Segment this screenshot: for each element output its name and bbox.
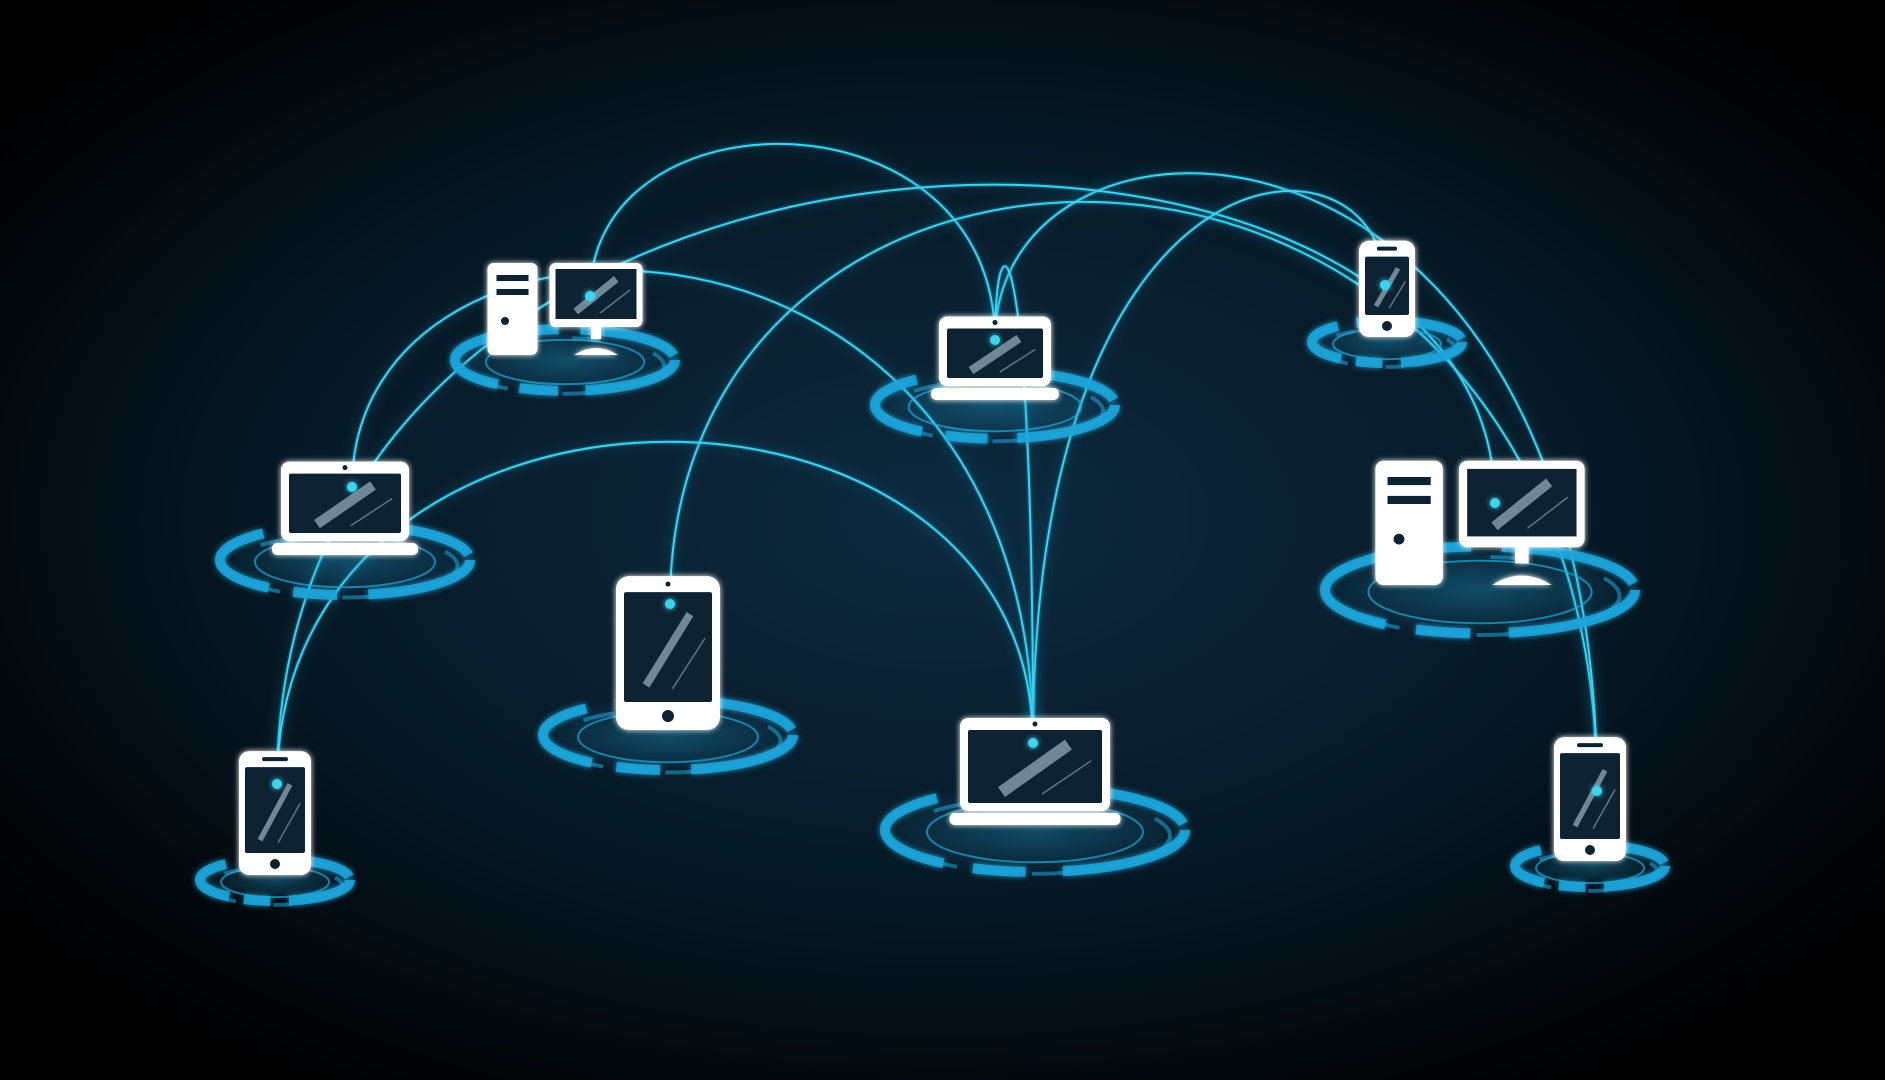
screen-glare-thin xyxy=(1388,280,1407,309)
device-platform xyxy=(195,854,355,907)
device-platform xyxy=(1317,541,1643,639)
connection-node-dot xyxy=(1592,786,1602,796)
screen-glare-thin xyxy=(350,497,393,527)
platform-ring-dashes xyxy=(898,796,1172,876)
smartphone-icon xyxy=(239,751,311,875)
connection-arc xyxy=(994,265,1034,744)
device-platforms xyxy=(195,316,1670,907)
tablet-home-button xyxy=(662,710,674,722)
tower-drive-bay xyxy=(496,289,529,295)
connection-node-dot xyxy=(1028,738,1038,748)
connection-node-dot xyxy=(665,599,675,609)
screen-glare xyxy=(573,276,619,315)
tower-drive-bay xyxy=(1387,477,1431,486)
screen-glare xyxy=(314,481,376,529)
platform-ring-dashes xyxy=(1338,554,1622,638)
laptop-icon xyxy=(949,718,1121,825)
screen-glare-thin xyxy=(1592,788,1616,830)
connection-arc xyxy=(351,269,1034,744)
device-platform xyxy=(877,783,1193,877)
connection-node-dot xyxy=(990,335,1000,345)
platform-ring-inner xyxy=(484,338,646,386)
connection-node-dot xyxy=(1490,498,1500,508)
phone-speaker xyxy=(1376,246,1398,251)
phone-home-button xyxy=(1585,845,1595,855)
phone-speaker xyxy=(262,757,288,762)
device-platform xyxy=(869,366,1121,444)
laptop-base xyxy=(272,543,418,555)
laptop-camera xyxy=(1032,721,1038,727)
screen-glare-thin xyxy=(277,802,301,844)
platform-ring-outer xyxy=(870,366,1120,444)
platform-ring-outer xyxy=(450,324,680,396)
screen-glare-thin xyxy=(1526,496,1569,529)
laptop-base xyxy=(931,388,1059,400)
phone-home-button xyxy=(270,859,280,869)
platform-ring-outer xyxy=(538,695,798,775)
platform-ring-outer xyxy=(880,783,1190,877)
connection-node-dot xyxy=(272,779,282,789)
connection-arc xyxy=(276,440,1034,785)
platform-ring-outer xyxy=(1320,541,1640,639)
laptop-camera xyxy=(992,320,998,326)
tablet-icon xyxy=(616,576,720,730)
device-platform xyxy=(536,695,800,775)
screen-glare-thin xyxy=(1041,760,1092,795)
tower-power-button xyxy=(501,317,509,325)
screen-glare xyxy=(257,783,293,842)
device-platform xyxy=(449,324,681,396)
screen-glare xyxy=(642,611,694,688)
tower-drive-bay xyxy=(496,275,529,281)
laptop-base xyxy=(949,813,1121,825)
platform-ring-dashes xyxy=(205,865,345,907)
device-platform xyxy=(213,520,477,600)
connection-arc xyxy=(589,142,996,341)
platform-ring-inner xyxy=(1367,559,1593,625)
connection-node-dot xyxy=(1380,280,1390,290)
platform-ring-outer xyxy=(215,520,475,600)
screen-glare-thin xyxy=(999,348,1036,373)
platform-ring-dashes xyxy=(1317,327,1457,369)
device-icons xyxy=(239,240,1626,875)
desktop-computer-icon xyxy=(1375,460,1585,585)
platform-ring-dashes xyxy=(230,532,460,600)
desktop-computer-icon xyxy=(487,263,643,355)
monitor-stand xyxy=(574,348,618,355)
screen-glare xyxy=(968,334,1022,375)
connection-arc xyxy=(1032,190,1386,744)
monitor-neck xyxy=(591,327,601,339)
desktop-tower xyxy=(1375,460,1443,585)
connection-node-dot xyxy=(347,482,357,492)
platform-ring-outer xyxy=(1510,840,1670,892)
platform-ring-dashes xyxy=(885,378,1105,444)
connection-endpoints xyxy=(272,280,1602,796)
desktop-tower xyxy=(487,263,538,355)
laptop-camera xyxy=(342,465,348,471)
platform-ring-dashes xyxy=(1520,851,1660,893)
screen-glare xyxy=(998,739,1072,797)
screen-glare xyxy=(1572,769,1608,828)
device-platform xyxy=(1307,316,1467,369)
laptop-icon xyxy=(931,316,1059,400)
laptop-icon xyxy=(272,461,418,555)
phone-home-button xyxy=(1382,321,1392,331)
phone-speaker xyxy=(1577,743,1603,748)
device-platform xyxy=(1510,840,1670,893)
tower-power-button xyxy=(1393,533,1405,545)
screen-glare-thin xyxy=(671,637,706,690)
platform-ring-outer xyxy=(195,854,355,906)
tablet-camera xyxy=(665,581,671,587)
platform-ring-dashes xyxy=(553,707,783,775)
screen-glare xyxy=(1491,478,1553,531)
screen-glare-thin xyxy=(599,289,631,314)
smartphone-icon xyxy=(1554,737,1626,861)
tower-drive-bay xyxy=(1387,495,1431,504)
platform-ring-outer xyxy=(1307,316,1467,368)
monitor-stand xyxy=(1492,575,1552,585)
platform-ring-dashes xyxy=(464,336,666,396)
monitor-neck xyxy=(1515,547,1529,564)
connection-node-dot xyxy=(585,291,595,301)
